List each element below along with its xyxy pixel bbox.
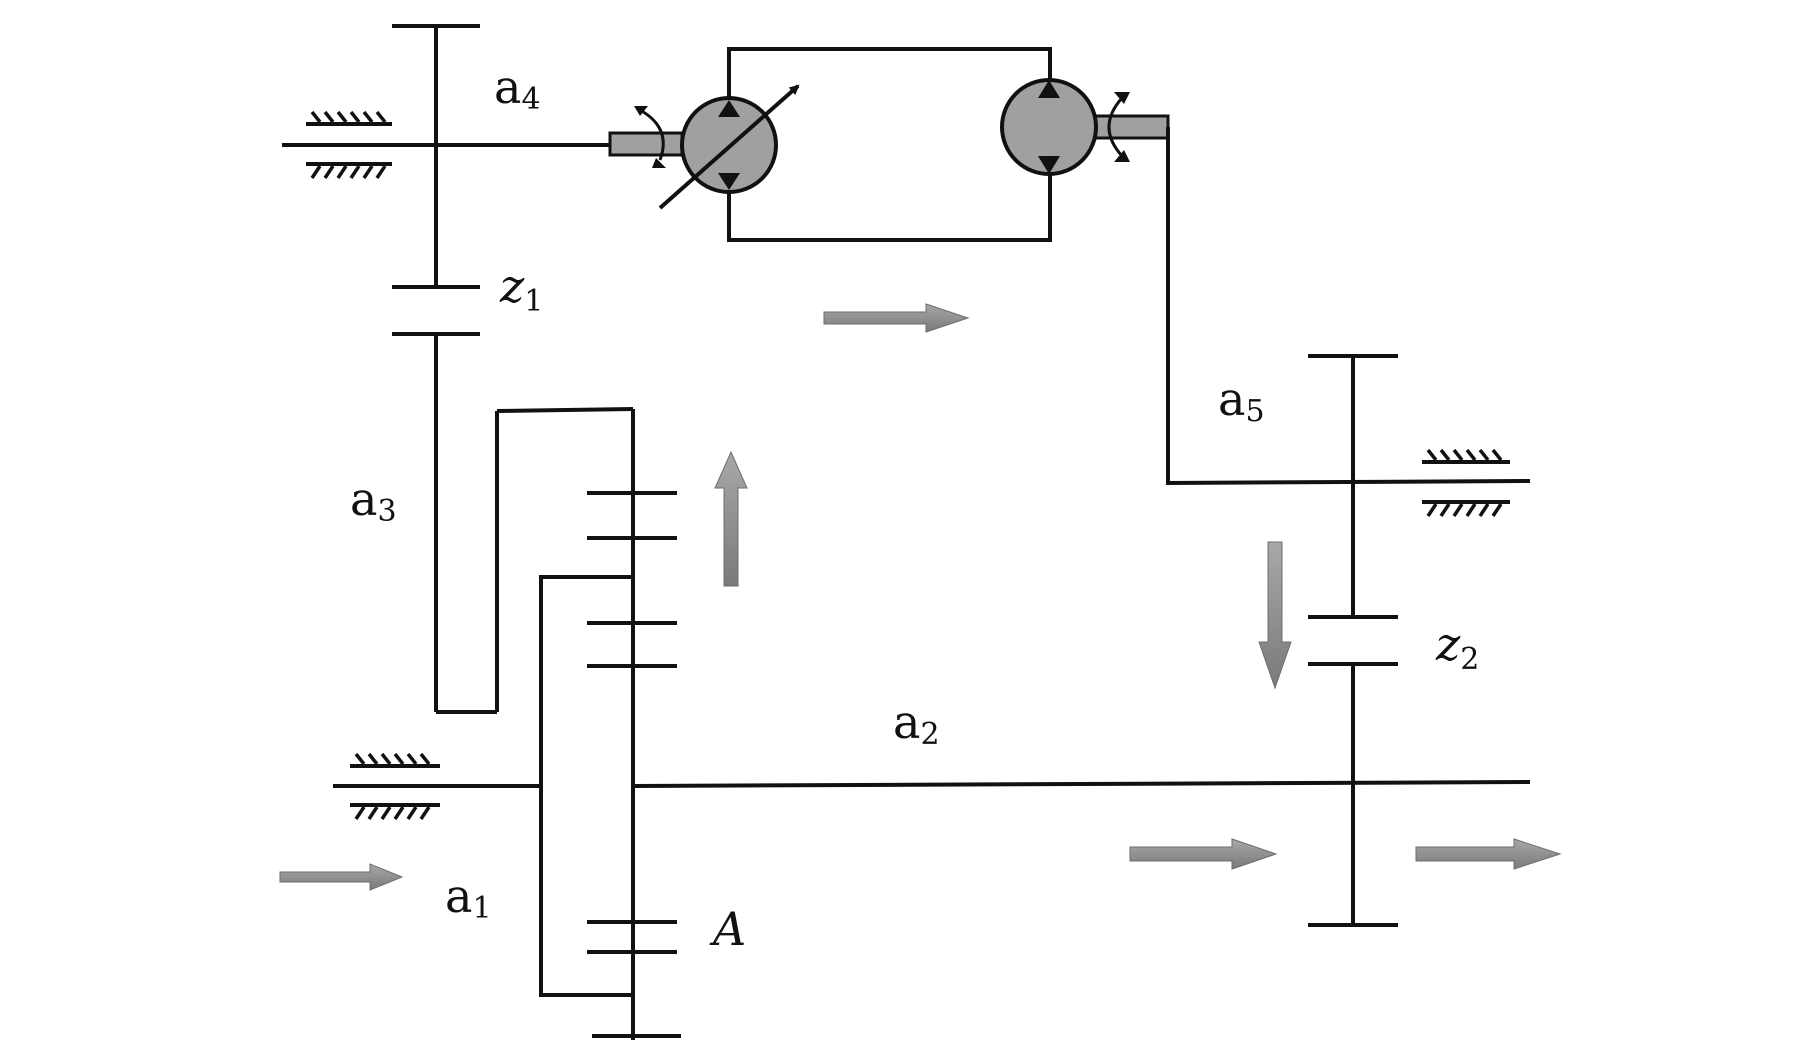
label-A: A	[709, 902, 746, 956]
bearing-support-icon	[306, 110, 392, 179]
bearing-support-icon	[1422, 448, 1510, 517]
label-a4: a4	[494, 60, 541, 117]
label-z2: z2	[1435, 617, 1479, 677]
flow-arrow-icon	[823, 303, 970, 333]
gear-a5-z2	[1308, 354, 1398, 927]
gear-a4-z1	[392, 24, 634, 714]
motor-shaft-coupling	[1092, 114, 1170, 140]
variable-displacement-pump-icon	[634, 84, 800, 210]
planetary-gear-set	[539, 409, 681, 1040]
flow-arrow-icon	[1129, 838, 1278, 870]
bearing-support-icon	[350, 752, 440, 820]
flow-arrow-icon	[714, 450, 748, 587]
output-shaft-a2	[632, 780, 1531, 788]
flow-arrow-icon	[279, 863, 404, 891]
label-a3: a3	[350, 472, 397, 529]
label-a1: a1	[445, 869, 492, 926]
pump-shaft-coupling	[608, 131, 684, 157]
label-a5: a5	[1218, 372, 1265, 429]
flow-arrow-icon	[1415, 838, 1562, 870]
motor-output-line	[1166, 127, 1531, 486]
flow-arrow-icon	[1258, 541, 1292, 690]
hydraulic-motor-icon	[1000, 78, 1130, 176]
label-z1: z1	[499, 259, 543, 319]
label-a2: a2	[893, 695, 940, 752]
